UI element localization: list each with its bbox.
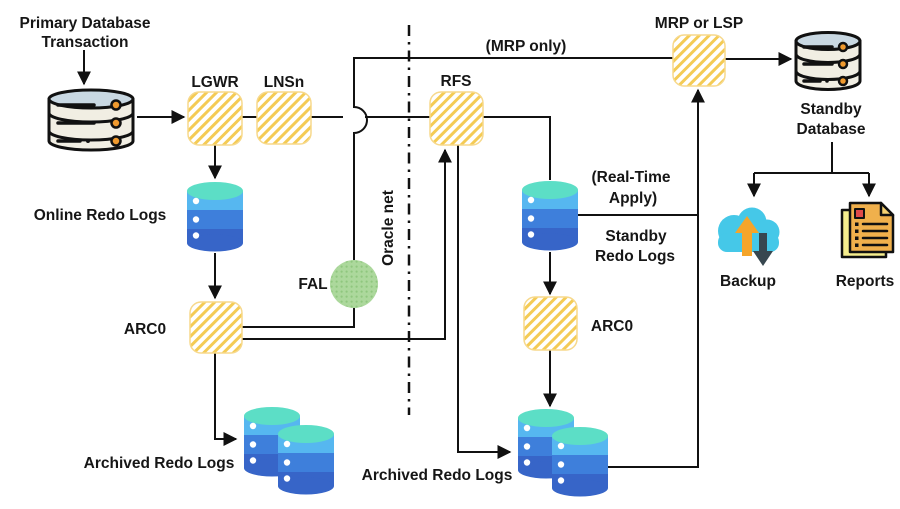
archived-primary-cylinder-front [278,425,334,495]
real-time-apply-label-line1: (Real-Time [592,169,671,186]
backup-upload-arrow-icon [735,216,759,256]
primary-transaction-label-line2: Transaction [42,34,129,51]
rfs-label: RFS [441,73,472,90]
arc0-primary-box [189,301,243,354]
backup-cloud-icon [718,207,780,266]
arc0-standby-box [523,296,578,351]
online-redo-logs-cylinder [187,182,243,252]
edge-rfs-to-standbyredo [483,116,551,180]
edge-arc0-to-rfs [242,148,452,340]
primary-transaction-label-line1: Primary Database [20,15,151,32]
mrp-or-lsp-label: MRP or LSP [655,15,743,32]
archived-redo-logs-standby-label: Archived Redo Logs [362,467,513,484]
arc0-standby-label: ARC0 [591,318,633,335]
standby-redo-logs-label-line2: Redo Logs [595,248,675,265]
real-time-apply-label-line2: Apply) [609,190,657,207]
edge-arc0-to-archived-primary [214,352,238,446]
standby-database-label-line2: Database [797,121,866,138]
standby-database-icon [794,31,862,91]
arc0-primary-label: ARC0 [124,321,166,338]
archived-redo-logs-primary-label: Archived Redo Logs [84,455,235,472]
online-redo-logs-label: Online Redo Logs [34,207,167,224]
fal-label: FAL [298,276,327,293]
edge-archived-to-mrp [608,88,705,468]
reports-label: Reports [836,273,895,290]
lgwr-label: LGWR [191,74,238,91]
mrp-lsp-box [672,34,726,87]
primary-database-icon [47,88,135,152]
lnsn-label: LNSn [264,74,304,91]
standby-redo-logs-label-line1: Standby [605,228,667,245]
lgwr-box [187,91,243,146]
backup-label: Backup [720,273,776,290]
mrp-only-label: (MRP only) [486,38,567,55]
reports-icon [840,201,895,259]
edge-arc0-fal-to-mrp [242,57,673,328]
backup-download-arrow-icon [753,233,773,266]
lnsn-box [256,91,312,145]
oracle-net-label: Oracle net [380,190,397,266]
fal-node [330,260,378,308]
edge-rfs-to-archived-standby [457,145,512,459]
archived-standby-cylinder-front [552,427,608,497]
rfs-box [429,91,484,146]
standby-database-label-line1: Standby [800,101,862,118]
standby-redo-logs-cylinder [522,181,578,251]
